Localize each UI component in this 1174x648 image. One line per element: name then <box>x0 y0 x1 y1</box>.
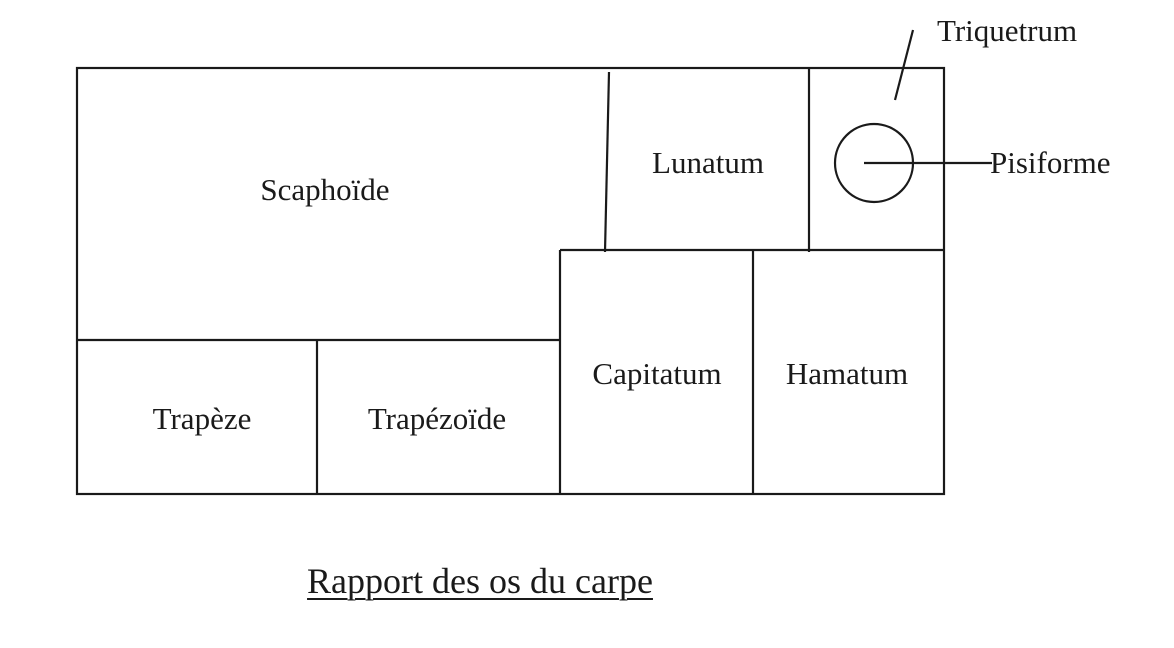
label-trapezoide: Trapézoïde <box>368 401 506 436</box>
label-trapeze: Trapèze <box>153 401 252 436</box>
carpus-outline <box>75 66 946 496</box>
label-triquetrum: Triquetrum <box>937 13 1077 48</box>
carpal-bones-diagram: Scaphoïde Lunatum Triquetrum Pisiforme T… <box>75 13 1111 496</box>
label-pisiforme: Pisiforme <box>990 145 1111 180</box>
scaphoid-lunate-boundary <box>603 71 611 253</box>
diagram-caption: Rapport des os du carpe <box>307 561 653 601</box>
label-capitatum: Capitatum <box>592 356 721 391</box>
label-hamatum: Hamatum <box>786 356 908 391</box>
label-scaphoide: Scaphoïde <box>260 172 389 207</box>
label-lunatum: Lunatum <box>652 145 764 180</box>
triquetrum-leader-line <box>893 29 915 101</box>
